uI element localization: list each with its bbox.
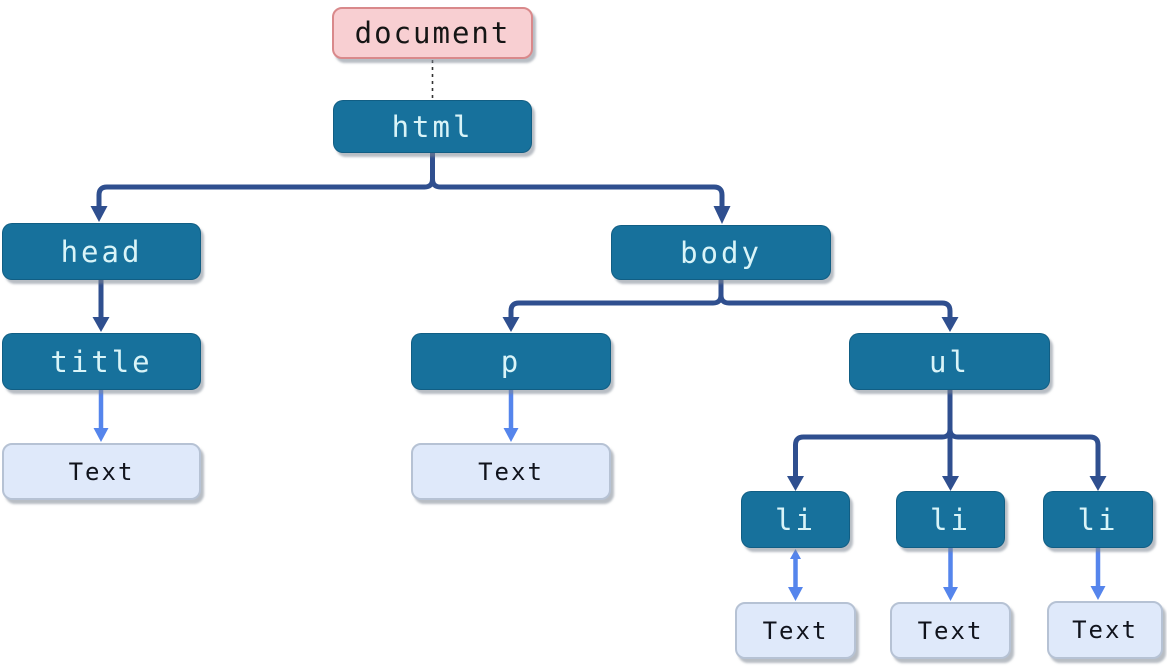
arrowhead-body (713, 206, 731, 224)
arrowhead-text-title (93, 428, 109, 442)
arrowhead-li-3 (1089, 476, 1107, 491)
node-text-title: Text (2, 443, 201, 500)
node-text-p: Text (411, 443, 611, 500)
node-text-li-3: Text (1047, 601, 1163, 659)
edge-body-p-ul (508, 280, 953, 317)
arrowhead-up-li-1 (790, 549, 801, 559)
edge-html-body (430, 178, 725, 207)
arrowhead-text-li-2 (943, 587, 958, 601)
arrowhead-ul (941, 317, 959, 332)
node-li-1: li (741, 491, 850, 548)
node-li-3: li (1043, 491, 1153, 548)
arrowhead-li-2 (942, 476, 959, 491)
arrowhead-title (92, 317, 110, 332)
node-document: document (332, 7, 533, 59)
node-li-2: li (896, 491, 1005, 548)
node-title: title (2, 333, 201, 390)
edge-ul-li (793, 390, 1101, 476)
node-head: head (2, 223, 201, 280)
node-html: html (333, 100, 532, 153)
edge-html-head (96, 153, 435, 207)
arrowhead-p (502, 317, 520, 332)
node-p: p (411, 333, 611, 390)
arrowhead-head (90, 206, 108, 222)
node-text-li-1: Text (735, 602, 856, 659)
arrowhead-li-1 (787, 476, 804, 491)
arrowhead-text-p (503, 428, 519, 442)
node-body: body (611, 225, 831, 280)
arrowhead-text-li-1 (788, 587, 803, 601)
node-ul: ul (849, 333, 1050, 390)
node-text-li-2: Text (890, 602, 1011, 659)
arrowhead-text-li-3 (1090, 586, 1106, 600)
